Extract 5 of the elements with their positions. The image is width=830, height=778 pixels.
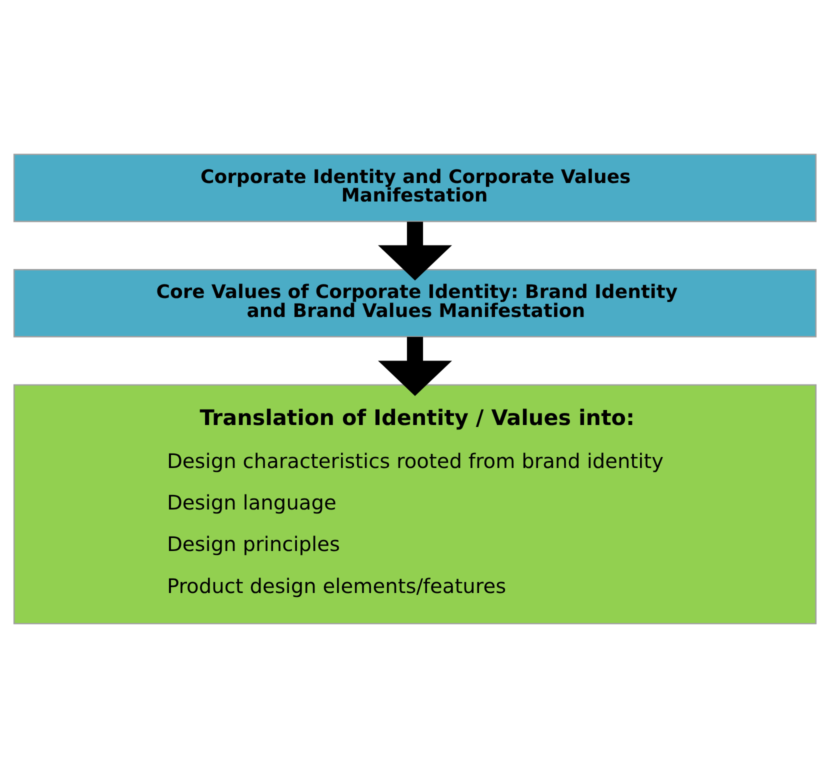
arrow — [378, 336, 452, 396]
arrow — [378, 222, 452, 280]
node-box: Core Values of Corporate Identity: Brand Identity and Brand Values Manifestation — [13, 269, 817, 338]
node-box: Corporate Identity and Corporate Values Manifestation — [13, 154, 817, 222]
node-box: Translation of Identity / Values into: Design characteristics rooted from brand identity Design language Design principles Product design elements/features — [13, 384, 817, 624]
